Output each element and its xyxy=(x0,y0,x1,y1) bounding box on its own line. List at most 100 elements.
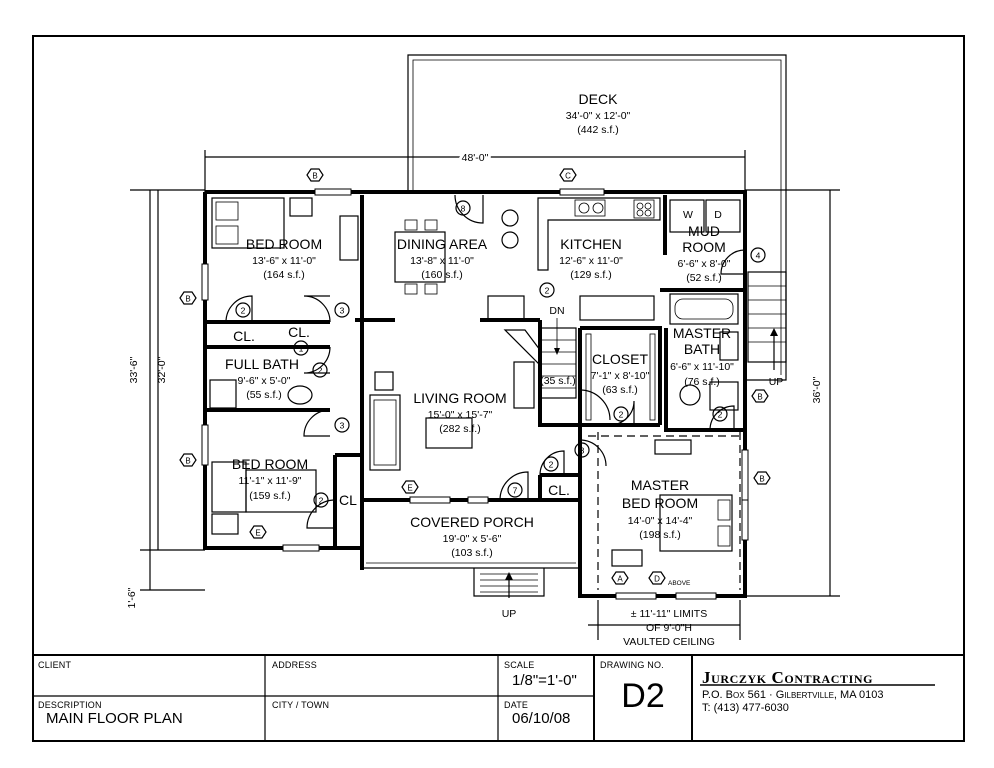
room-area: (160 s.f.) xyxy=(421,269,462,281)
room-master-bath-label: MASTER BATH 6'-6" x 11'-10" (76 s.f.) xyxy=(670,325,734,388)
window-tag: B xyxy=(179,453,197,467)
window-tag: E xyxy=(401,480,419,494)
closet-label: CL. xyxy=(548,482,570,498)
room-closet-label: CLOSET 7'-1" x 8'-10" (63 s.f.) xyxy=(591,351,650,396)
title-block-lines xyxy=(33,654,964,741)
tag-text: C xyxy=(565,172,571,181)
vault-note-1: ± 11'-11" LIMITS xyxy=(631,608,707,620)
dimension-left-inner: 32'-0" xyxy=(156,356,168,383)
room-area: (63 s.f.) xyxy=(602,384,638,396)
down-label: DN xyxy=(549,305,564,317)
room-name: MUD xyxy=(688,223,720,239)
door-tag: 2 xyxy=(312,362,328,378)
room-dims: 13'-6" x 11'-0" xyxy=(252,255,316,267)
closet-label: CL. xyxy=(288,324,310,340)
room-name: DINING AREA xyxy=(397,236,488,252)
dimension-lines xyxy=(130,150,840,640)
tag-text: E xyxy=(255,529,260,538)
room-name: BED ROOM xyxy=(246,236,322,252)
room-living-label: LIVING ROOM 15'-0" x 15'-7" (282 s.f.) xyxy=(413,390,506,435)
room-dims: 6'-6" x 11'-10" xyxy=(670,361,734,373)
tag-text: 2 xyxy=(619,410,624,420)
room-area: (282 s.f.) xyxy=(439,423,480,435)
window-tag: B xyxy=(306,168,324,182)
room-dims: 15'-0" x 15'-7" xyxy=(428,409,493,421)
room-area: (55 s.f.) xyxy=(246,389,282,401)
room-bedroom-2-label: BED ROOM 11'-1" x 11'-9" (159 s.f.) xyxy=(232,456,308,502)
drawing-number: D2 xyxy=(621,677,665,715)
tag-text: 1 xyxy=(299,344,304,354)
address-label: ADDRESS xyxy=(272,660,317,670)
room-name: BED ROOM xyxy=(622,495,698,511)
tag-text: 8 xyxy=(461,204,466,214)
room-dims: 13'-8" x 11'-0" xyxy=(410,255,474,267)
door-tag: 2 xyxy=(543,456,559,472)
room-porch-label: COVERED PORCH 19'-0" x 5'-6" (103 s.f.) xyxy=(410,514,534,559)
tag-text: 2 xyxy=(318,366,323,376)
room-name: MASTER xyxy=(673,325,731,341)
door-tag: 4 xyxy=(750,247,766,263)
door-tag: 3 xyxy=(334,302,350,318)
door-tag: 1 xyxy=(293,340,309,356)
company-address: P.O. Box 561 · Gilbertville, MA 0103 xyxy=(702,689,884,701)
tag-text: 2 xyxy=(549,460,554,470)
description-label: DESCRIPTION xyxy=(38,700,102,710)
room-mud-label: W D MUD ROOM 6'-6" x 8'-0" (52 s.f.) xyxy=(678,209,731,284)
room-area: (35 s.f.) xyxy=(540,375,576,387)
room-bedroom-1-label: BED ROOM 13'-6" x 11'-0" (164 s.f.) xyxy=(246,236,322,281)
door-tag: 2 xyxy=(712,406,728,422)
tag-text: 2 xyxy=(241,306,246,316)
tag-text: B xyxy=(757,393,762,402)
scale-label: SCALE xyxy=(504,660,535,670)
tag-text: 3 xyxy=(340,306,345,316)
door-tag: 8 xyxy=(455,200,471,216)
tag-text: B xyxy=(185,295,190,304)
dimension-left-outer: 33'-6" xyxy=(128,356,140,383)
tag-text: D xyxy=(654,575,660,584)
date-value: 06/10/08 xyxy=(512,710,571,727)
room-full-bath-label: FULL BATH 9'-6" x 5'-0" (55 s.f.) xyxy=(225,356,299,401)
tag-text: B xyxy=(185,457,190,466)
door-tag: 2 xyxy=(613,406,629,422)
dimension-top: 48'-0" xyxy=(462,152,489,164)
porch-up-label: UP xyxy=(502,608,517,620)
tag-text: A xyxy=(617,575,623,584)
drawing-number-label: DRAWING NO. xyxy=(600,660,664,670)
company-phone: T: (413) 477-6030 xyxy=(702,702,789,714)
room-area: (103 s.f.) xyxy=(451,547,492,559)
room-dims: 14'-0" x 14'-4" xyxy=(628,515,693,527)
door-tag: 7 xyxy=(507,482,523,498)
dimension-text: 48'-0" 33'-6" 32'-0" 36'-0" 1'-6" UP UP … xyxy=(126,149,823,648)
door-tags: 8 2 3 1 2 3 2 7 2 2 3 2 2 4 xyxy=(235,200,766,508)
scale-value: 1/8"=1'-0" xyxy=(512,672,577,689)
room-dims: 34'-0" x 12'-0" xyxy=(566,110,631,122)
dryer-label: D xyxy=(714,209,722,221)
window-tag: B xyxy=(753,471,771,485)
tag-text: 2 xyxy=(718,410,723,420)
windows xyxy=(201,188,749,600)
date-label: DATE xyxy=(504,700,529,710)
room-closets-label: CL. CL. xyxy=(233,324,310,344)
closet-label: CL. xyxy=(233,328,255,344)
room-name: DECK xyxy=(579,91,619,107)
door-tag: 3 xyxy=(334,417,350,433)
porch-outline xyxy=(362,562,580,598)
window-tag: D xyxy=(648,571,666,585)
room-area: (198 s.f.) xyxy=(639,529,680,541)
dimension-bottom-left: 1'-6" xyxy=(126,587,138,608)
door-swings xyxy=(225,194,746,529)
stair-label: DN (35 s.f.) xyxy=(540,305,576,387)
vault-note-3: VAULTED CEILING xyxy=(623,636,715,648)
client-label: CLIENT xyxy=(38,660,72,670)
dimension-right: 36'-0" xyxy=(811,376,823,403)
room-name: ROOM xyxy=(682,239,726,255)
tag-text: 2 xyxy=(319,496,324,506)
room-dims: 19'-0" x 5'-6" xyxy=(443,533,502,545)
tag-text: E xyxy=(407,484,412,493)
tag-text: 3 xyxy=(340,421,345,431)
fixtures xyxy=(209,197,787,567)
deck-up-label: UP xyxy=(769,376,784,388)
tag-text: B xyxy=(312,172,317,181)
room-area: (52 s.f.) xyxy=(686,272,722,284)
